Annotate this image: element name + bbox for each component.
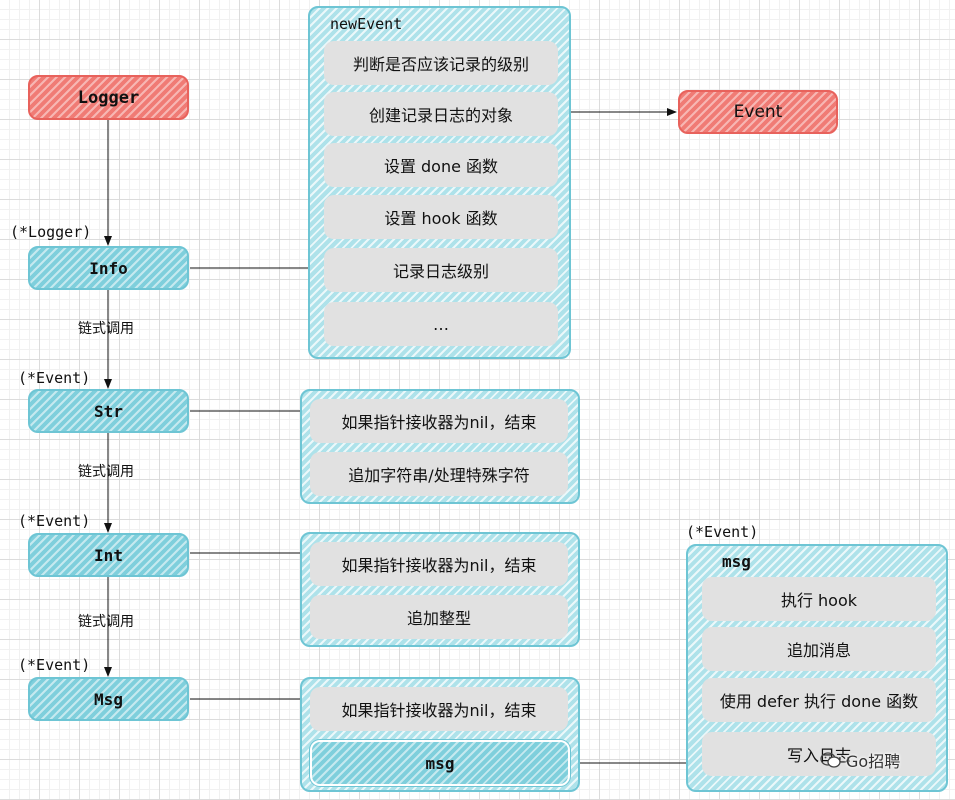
event-pointer-label-str: (*Event) — [18, 369, 91, 387]
chain-label-2: 链式调用 — [78, 464, 134, 480]
msg-node[interactable]: Msg — [28, 677, 189, 721]
int-node[interactable]: Int — [28, 533, 189, 577]
str-step-append-string[interactable]: 追加字符串/处理特殊字符 — [310, 452, 568, 496]
msg-detail-group: msg 执行 hook 追加消息 使用 defer 执行 done 函数 写入日… — [686, 544, 948, 792]
str-group: 如果指针接收器为nil，结束 追加字符串/处理特殊字符 — [300, 389, 580, 504]
chain-label-3: 链式调用 — [78, 614, 134, 630]
event-node[interactable]: Event — [678, 90, 838, 134]
new-event-step-create-object[interactable]: 创建记录日志的对象 — [324, 92, 558, 136]
str-step-nil-check[interactable]: 如果指针接收器为nil，结束 — [310, 399, 568, 443]
msg-node-label: Msg — [94, 689, 123, 709]
info-node-label: Info — [89, 258, 128, 278]
new-event-step-ellipsis[interactable]: … — [324, 302, 558, 346]
new-event-step-check-level[interactable]: 判断是否应该记录的级别 — [324, 41, 558, 85]
int-node-label: Int — [94, 545, 123, 565]
info-node[interactable]: Info — [28, 246, 189, 290]
int-step-nil-check[interactable]: 如果指针接收器为nil，结束 — [310, 542, 568, 586]
msg-call-button-label: msg — [425, 753, 455, 773]
msg-step-nil-check[interactable]: 如果指针接收器为nil，结束 — [310, 687, 568, 731]
new-event-group: newEvent 判断是否应该记录的级别 创建记录日志的对象 设置 done 函… — [308, 6, 571, 359]
event-pointer-label-msg: (*Event) — [18, 656, 91, 674]
msg-detail-step-write-log[interactable]: 写入日志 — [702, 732, 936, 776]
msg-call-button[interactable]: msg — [310, 740, 570, 786]
str-node[interactable]: Str — [28, 389, 189, 433]
int-step-append-int[interactable]: 追加整型 — [310, 595, 568, 639]
event-pointer-label-right: (*Event) — [686, 523, 759, 541]
logger-node-label: Logger — [77, 87, 140, 108]
msg-detail-title: msg — [722, 552, 751, 571]
event-pointer-label-int: (*Event) — [18, 512, 91, 530]
logger-node[interactable]: Logger — [28, 75, 189, 120]
watermark-text: Go招聘 — [846, 752, 901, 771]
wechat-icon — [820, 751, 842, 769]
new-event-step-set-hook[interactable]: 设置 hook 函数 — [324, 195, 558, 239]
logger-pointer-label: (*Logger) — [10, 223, 92, 241]
msg-group: 如果指针接收器为nil，结束 msg — [300, 677, 580, 792]
new-event-step-record-level[interactable]: 记录日志级别 — [324, 248, 558, 292]
watermark: Go招聘 — [820, 748, 900, 772]
str-node-label: Str — [94, 401, 123, 421]
new-event-title: newEvent — [330, 15, 403, 33]
new-event-step-set-done[interactable]: 设置 done 函数 — [324, 143, 558, 187]
msg-detail-step-append-message[interactable]: 追加消息 — [702, 627, 936, 671]
chain-label-1: 链式调用 — [78, 321, 134, 337]
event-node-label: Event — [733, 102, 783, 122]
msg-detail-step-defer-done[interactable]: 使用 defer 执行 done 函数 — [702, 678, 936, 722]
int-group: 如果指针接收器为nil，结束 追加整型 — [300, 532, 580, 647]
msg-detail-step-run-hook[interactable]: 执行 hook — [702, 577, 936, 621]
